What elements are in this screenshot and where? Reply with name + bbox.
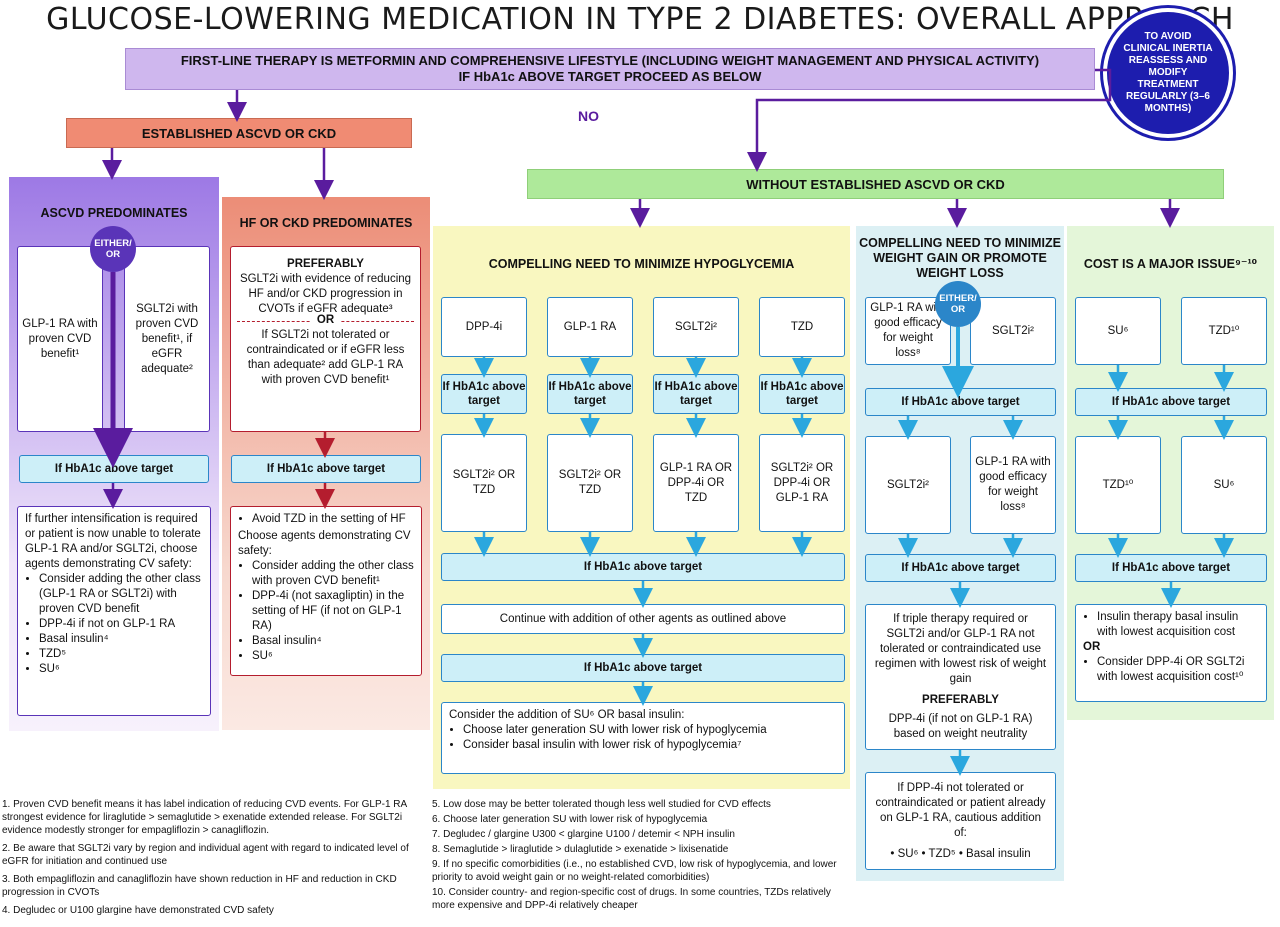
- weight-sglt2-box: SGLT2i²: [970, 297, 1056, 365]
- hf-title: HF OR CKD PREDOMINATES: [239, 216, 413, 230]
- ascvd-item: TZD⁵: [39, 647, 203, 662]
- hf-or-label: OR: [310, 313, 341, 328]
- hf-alt-text: If SGLT2i not tolerated or contraindicat…: [246, 329, 405, 386]
- hypo-hba-above-target-2: If HbA1c above target: [441, 654, 845, 682]
- footnote: 6. Choose later generation SU with lower…: [432, 814, 708, 825]
- cost-item-2: Consider DPP-4i OR SGLT2i with lowest ac…: [1097, 655, 1259, 685]
- weight-preferably: PREFERABLY: [922, 694, 999, 706]
- hf-preferably-box: PREFERABLY SGLT2i with evidence of reduc…: [230, 246, 421, 432]
- without-ascvd-bar: WITHOUT ESTABLISHED ASCVD OR CKD: [527, 169, 1224, 199]
- weight-title: COMPELLING NEED TO MINIMIZE WEIGHT GAIN …: [859, 236, 1061, 280]
- hf-item: Consider adding the other class with pro…: [252, 559, 414, 589]
- hypo-second-line: GLP-1 RA OR DPP-4i OR TZD: [653, 434, 739, 532]
- hypo-drug-sglt2: SGLT2i²: [653, 297, 739, 357]
- hf-item: DPP-4i (not saxagliptin) in the setting …: [252, 589, 414, 634]
- hypo-hba-short: If HbA1c above target: [653, 374, 739, 414]
- weight-triple-text: If triple therapy required or SGLT2i and…: [874, 613, 1047, 685]
- banner-line-2: IF HbA1c ABOVE TARGET PROCEED AS BELOW: [458, 69, 762, 84]
- hf-avoid-tzd: Avoid TZD in the setting of HF: [252, 512, 414, 527]
- hf-item: SU⁶: [252, 649, 414, 664]
- no-label: NO: [578, 108, 599, 124]
- ascvd-item: SU⁶: [39, 662, 203, 677]
- ascvd-title: ASCVD PREDOMINATES: [40, 206, 188, 220]
- footnote: 9. If no specific comorbidities (i.e., n…: [432, 859, 837, 883]
- ascvd-either-or: EITHER/ OR: [90, 226, 136, 272]
- hypo-hba-above-target: If HbA1c above target: [441, 553, 845, 581]
- cost-tzd-box: TZD¹⁰: [1181, 297, 1267, 365]
- hypo-second-line: SGLT2i² OR DPP-4i OR GLP-1 RA: [759, 434, 845, 532]
- footnote: 10. Consider country- and region-specifi…: [432, 887, 831, 911]
- hypo-su-insulin-box: Consider the addition of SU⁶ OR basal in…: [441, 702, 845, 774]
- reassess-circle: TO AVOID CLINICAL INERTIA REASSESS AND M…: [1103, 8, 1233, 138]
- weight-last-items: • SU⁶ • TZD⁵ • Basal insulin: [890, 847, 1031, 860]
- weight-triple-box: If triple therapy required or SGLT2i and…: [865, 604, 1056, 750]
- hf-choose: Choose agents demonstrating CV safety:: [238, 530, 411, 557]
- hypo-hba-short: If HbA1c above target: [547, 374, 633, 414]
- cost-title: COST IS A MAJOR ISSUE⁹⁻¹⁰: [1083, 257, 1258, 271]
- ascvd-item: Basal insulin⁴: [39, 632, 203, 647]
- hypo-hba-short: If HbA1c above target: [441, 374, 527, 414]
- weight-hba-above-target: If HbA1c above target: [865, 388, 1056, 416]
- weight-hba-above-target-2: If HbA1c above target: [865, 554, 1056, 582]
- ascvd-glp1-box: GLP-1 RA with proven CVD benefit¹: [17, 246, 103, 432]
- hypo-continue-box: Continue with addition of other agents a…: [441, 604, 845, 634]
- weight-either-or: EITHER/ OR: [935, 281, 981, 327]
- hypo-second-line: SGLT2i² OR TZD: [441, 434, 527, 532]
- hypo-consider: Consider the addition of SU⁶ OR basal in…: [449, 709, 685, 721]
- cost-hba-above-target: If HbA1c above target: [1075, 388, 1267, 416]
- footnotes-left: 1. Proven CVD benefit means it has label…: [2, 798, 427, 917]
- weight-cautious-box: If DPP-4i not tolerated or contraindicat…: [865, 772, 1056, 870]
- hf-item: Basal insulin⁴: [252, 634, 414, 649]
- ascvd-item: DPP-4i if not on GLP-1 RA: [39, 617, 203, 632]
- hypo-drug-dpp4i: DPP-4i: [441, 297, 527, 357]
- hypo-second-line: SGLT2i² OR TZD: [547, 434, 633, 532]
- footnote: 2. Be aware that SGLT2i vary by region a…: [2, 843, 409, 867]
- cost-or: OR: [1083, 641, 1101, 653]
- first-line-banner: FIRST-LINE THERAPY IS METFORMIN AND COMP…: [125, 48, 1095, 90]
- hypo-title: COMPELLING NEED TO MINIMIZE HYPOGLYCEMIA: [488, 257, 795, 271]
- hf-preferably-label: PREFERABLY: [287, 258, 364, 270]
- footnote: 5. Low dose may be better tolerated thou…: [432, 799, 771, 810]
- ascvd-sglt2-box: SGLT2i with proven CVD benefit¹, if eGFR…: [124, 246, 210, 432]
- hf-pref-text: SGLT2i with evidence of reducing HF and/…: [239, 273, 412, 315]
- cost-item-1: Insulin therapy basal insulin with lowes…: [1097, 610, 1259, 640]
- footnote: 1. Proven CVD benefit means it has label…: [2, 799, 407, 836]
- ascvd-item: Consider adding the other class (GLP-1 R…: [39, 572, 203, 617]
- cost-second-tzd: TZD¹⁰: [1075, 436, 1161, 534]
- hf-cv-safety-box: Avoid TZD in the setting of HF Choose ag…: [230, 506, 422, 676]
- cost-hba-above-target-2: If HbA1c above target: [1075, 554, 1267, 582]
- banner-line-1: FIRST-LINE THERAPY IS METFORMIN AND COMP…: [180, 53, 1040, 68]
- hypo-drug-glp1: GLP-1 RA: [547, 297, 633, 357]
- footnote: 8. Semaglutide > liraglutide > dulagluti…: [432, 844, 729, 855]
- weight-pref-text: DPP-4i (if not on GLP-1 RA) based on wei…: [888, 713, 1033, 740]
- cost-su-box: SU⁶: [1075, 297, 1161, 365]
- established-ascvd-bar: ESTABLISHED ASCVD OR CKD: [66, 118, 412, 148]
- hypo-drug-tzd: TZD: [759, 297, 845, 357]
- hf-hba-above-target: If HbA1c above target: [231, 455, 421, 483]
- hypo-item: Choose later generation SU with lower ri…: [463, 723, 837, 738]
- ascvd-intro: If further intensification is required o…: [25, 513, 201, 570]
- page-title: GLUCOSE-LOWERING MEDICATION IN TYPE 2 DI…: [46, 2, 1234, 37]
- arrow: [747, 68, 1112, 172]
- hypo-item: Consider basal insulin with lower risk o…: [463, 738, 837, 753]
- footnote: 3. Both empagliflozin and canagliflozin …: [2, 874, 397, 898]
- hypo-hba-short: If HbA1c above target: [759, 374, 845, 414]
- footnote: 7. Degludec / glargine U300 < glargine U…: [432, 829, 735, 840]
- cost-insulin-box: Insulin therapy basal insulin with lowes…: [1075, 604, 1267, 702]
- footnote: 4. Degludec or U100 glargine have demons…: [2, 905, 274, 916]
- footnotes-right: 5. Low dose may be better tolerated thou…: [432, 798, 852, 912]
- ascvd-intensification-box: If further intensification is required o…: [17, 506, 211, 716]
- weight-last-text: If DPP-4i not tolerated or contraindicat…: [875, 781, 1046, 839]
